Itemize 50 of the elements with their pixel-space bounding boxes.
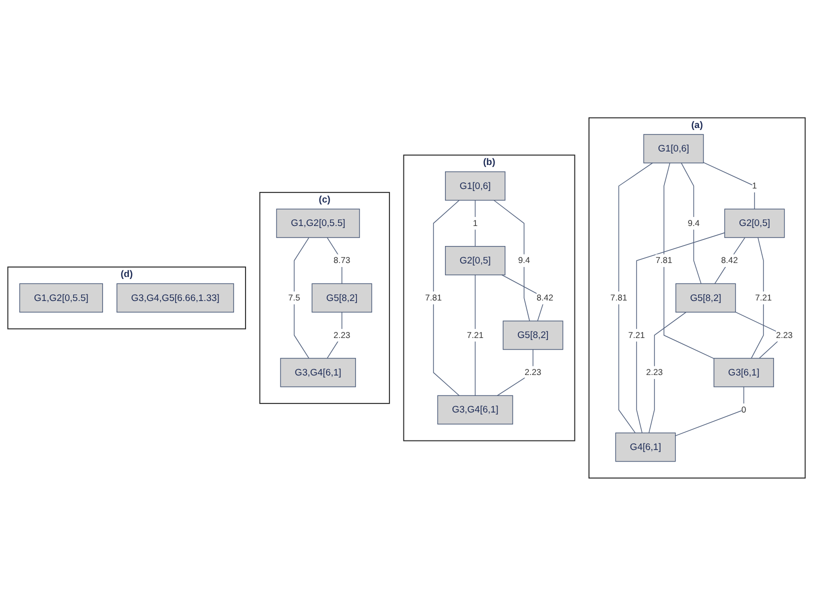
edge-label: 2.23 bbox=[646, 368, 663, 378]
edge-label: 2.23 bbox=[334, 330, 350, 340]
node-box: G1[0,6] bbox=[643, 134, 704, 164]
node-box: G1[0,6] bbox=[445, 171, 506, 201]
edge-label: 8.42 bbox=[721, 256, 738, 266]
connector bbox=[675, 386, 744, 436]
node-box: G5[8,2] bbox=[675, 283, 736, 313]
connector bbox=[703, 162, 755, 210]
node-box: G5[8,2] bbox=[502, 320, 564, 350]
node-box: G1,G2[0,5.5] bbox=[19, 283, 103, 313]
connector bbox=[496, 349, 534, 396]
node-box: G4[6,1] bbox=[615, 432, 676, 462]
connector bbox=[618, 162, 653, 434]
node-box: G3[6,1] bbox=[714, 358, 774, 388]
connector bbox=[750, 237, 764, 359]
node-box: G2[0,5] bbox=[445, 246, 506, 276]
connector bbox=[494, 200, 530, 322]
connector bbox=[326, 312, 342, 359]
edge-label: 8.73 bbox=[334, 256, 350, 266]
edge-label: 2.23 bbox=[524, 368, 542, 378]
connector bbox=[326, 237, 342, 284]
node-box: G3,G4,G5[6.66,1.33] bbox=[116, 283, 234, 313]
connector bbox=[433, 200, 460, 396]
edge-label: 7.81 bbox=[656, 256, 672, 266]
node-box: G3,G4[6,1] bbox=[437, 395, 514, 425]
edge-label: 1 bbox=[752, 181, 757, 191]
edge-label: 7.5 bbox=[288, 293, 300, 303]
node-box: G2[0,5] bbox=[724, 208, 785, 238]
edge-label: 7.81 bbox=[610, 293, 628, 303]
connector bbox=[474, 274, 476, 396]
edge-label: 8.42 bbox=[536, 293, 554, 303]
edge-label: 9.4 bbox=[688, 218, 700, 228]
connector bbox=[636, 232, 726, 434]
edge-label: 7.21 bbox=[628, 330, 645, 340]
edge-label: 7.21 bbox=[466, 330, 484, 340]
connector bbox=[502, 274, 546, 322]
edge-label: 7.21 bbox=[755, 293, 772, 303]
edge-label: 9.4 bbox=[518, 256, 530, 266]
connector bbox=[714, 237, 746, 284]
edge-label: 2.23 bbox=[776, 330, 793, 340]
node-box: G1,G2[0,5.5] bbox=[276, 208, 360, 238]
connector bbox=[294, 237, 310, 359]
edge-label: 1 bbox=[472, 218, 478, 228]
node-box: G3,G4[6,1] bbox=[280, 358, 356, 388]
connector bbox=[648, 312, 686, 434]
edge-label: 0 bbox=[741, 404, 746, 414]
connector bbox=[664, 162, 714, 360]
node-box: G5[8,2] bbox=[312, 283, 372, 313]
connector bbox=[680, 162, 702, 284]
edge-label: 7.81 bbox=[425, 293, 442, 303]
